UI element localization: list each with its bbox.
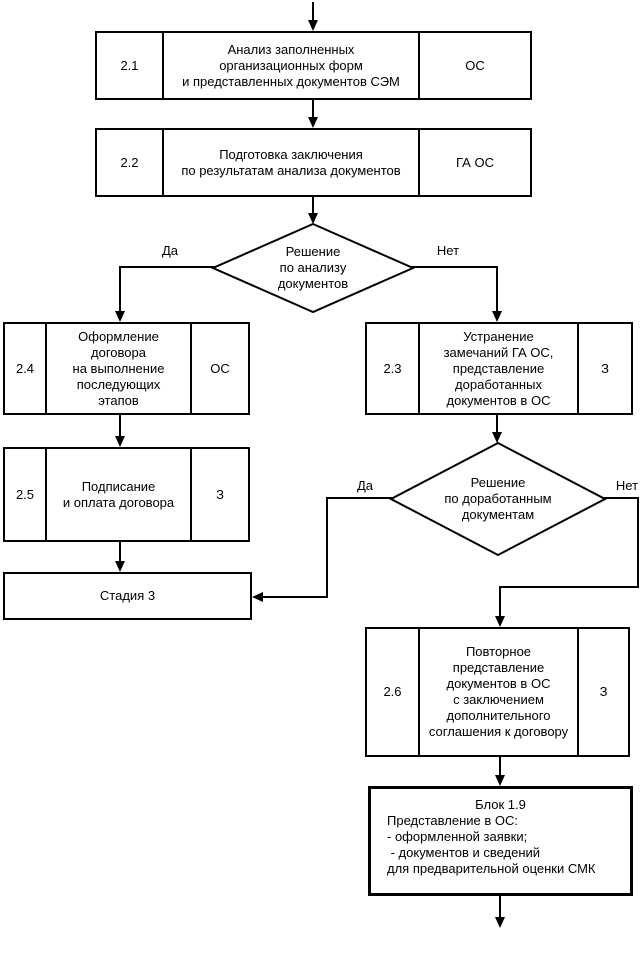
connector-line — [499, 586, 501, 616]
decision-diamond-analysis — [211, 222, 415, 314]
step-text: Устранение замечаний ГА ОС, представлени… — [443, 328, 554, 408]
step-number: 2.5 — [5, 449, 47, 540]
connector-line — [119, 542, 121, 561]
step-role: ГА ОС — [418, 130, 530, 195]
step-role: З — [577, 324, 631, 413]
branch-label-no: Нет — [436, 243, 460, 258]
step-role: ОС — [418, 33, 530, 98]
connector-line — [604, 497, 639, 499]
connector-line — [412, 266, 498, 268]
process-box-2-5: 2.5 Подписание и оплата договора З — [3, 447, 250, 542]
arrowhead-down-icon — [495, 616, 505, 627]
arrowhead-left-icon — [252, 592, 263, 602]
decision-diamond-revised-docs — [389, 441, 607, 557]
connector-line — [496, 266, 498, 311]
arrowhead-down-icon — [308, 117, 318, 128]
arrowhead-down-icon — [308, 20, 318, 31]
step-number: 2.1 — [97, 33, 164, 98]
step-number: 2.2 — [97, 130, 164, 195]
connector-line — [312, 197, 314, 213]
step-text: Подписание и оплата договора — [62, 478, 175, 510]
connector-line — [326, 497, 328, 597]
decision-text: Решение по доработанным документам — [444, 475, 552, 522]
arrowhead-down-icon — [115, 436, 125, 447]
step-text: Оформление договора на выполнение послед… — [72, 328, 165, 408]
connector-line — [499, 586, 639, 588]
stage-3-box: Стадия 3 — [3, 572, 252, 620]
branch-label-no: Нет — [615, 478, 639, 493]
arrowhead-down-icon — [495, 775, 505, 786]
arrowhead-down-icon — [308, 213, 318, 224]
arrowhead-down-icon — [115, 311, 125, 322]
connector-line — [499, 757, 501, 775]
branch-label-yes: Да — [356, 478, 374, 493]
process-box-2-6: 2.6 Повторное представление документов в… — [365, 627, 630, 757]
step-number: 2.3 — [367, 324, 420, 413]
connector-line — [261, 596, 328, 598]
connector-line — [312, 100, 314, 117]
process-box-2-3: 2.3 Устранение замечаний ГА ОС, представ… — [365, 322, 633, 415]
step-text: Подготовка заключения по результатам ана… — [181, 146, 401, 178]
stage-3-label: Стадия 3 — [99, 588, 156, 603]
arrowhead-down-icon — [495, 917, 505, 928]
branch-label-yes: Да — [161, 243, 179, 258]
step-text: Анализ заполненных организационных форм … — [182, 41, 400, 89]
block-1-9-title: Блок 1.9 — [475, 797, 526, 812]
step-number: 2.6 — [367, 629, 420, 755]
connector-entry-line — [312, 2, 314, 22]
connector-line — [496, 415, 498, 432]
block-1-9-text: Представление в ОС: - оформленной заявки… — [387, 813, 596, 876]
connector-line — [119, 266, 121, 311]
step-number: 2.4 — [5, 324, 47, 413]
block-1-9-box: Блок 1.9 Представление в ОС: - оформленн… — [368, 786, 633, 896]
decision-text: Решение по анализу документов — [277, 244, 349, 291]
arrowhead-down-icon — [492, 311, 502, 322]
step-role: ОС — [190, 324, 248, 413]
process-box-2-4: 2.4 Оформление договора на выполнение по… — [3, 322, 250, 415]
arrowhead-down-icon — [115, 561, 125, 572]
connector-exit-line — [499, 896, 501, 917]
process-box-2-2: 2.2 Подготовка заключения по результатам… — [95, 128, 532, 197]
connector-line — [119, 415, 121, 436]
step-role: З — [577, 629, 628, 755]
process-box-2-1: 2.1 Анализ заполненных организационных ф… — [95, 31, 532, 100]
connector-line — [637, 497, 639, 588]
arrowhead-down-icon — [492, 432, 502, 443]
step-text: Повторное представление документов в ОС … — [428, 644, 569, 739]
connector-line — [119, 266, 216, 268]
connector-line — [326, 497, 392, 499]
step-role: З — [190, 449, 248, 540]
